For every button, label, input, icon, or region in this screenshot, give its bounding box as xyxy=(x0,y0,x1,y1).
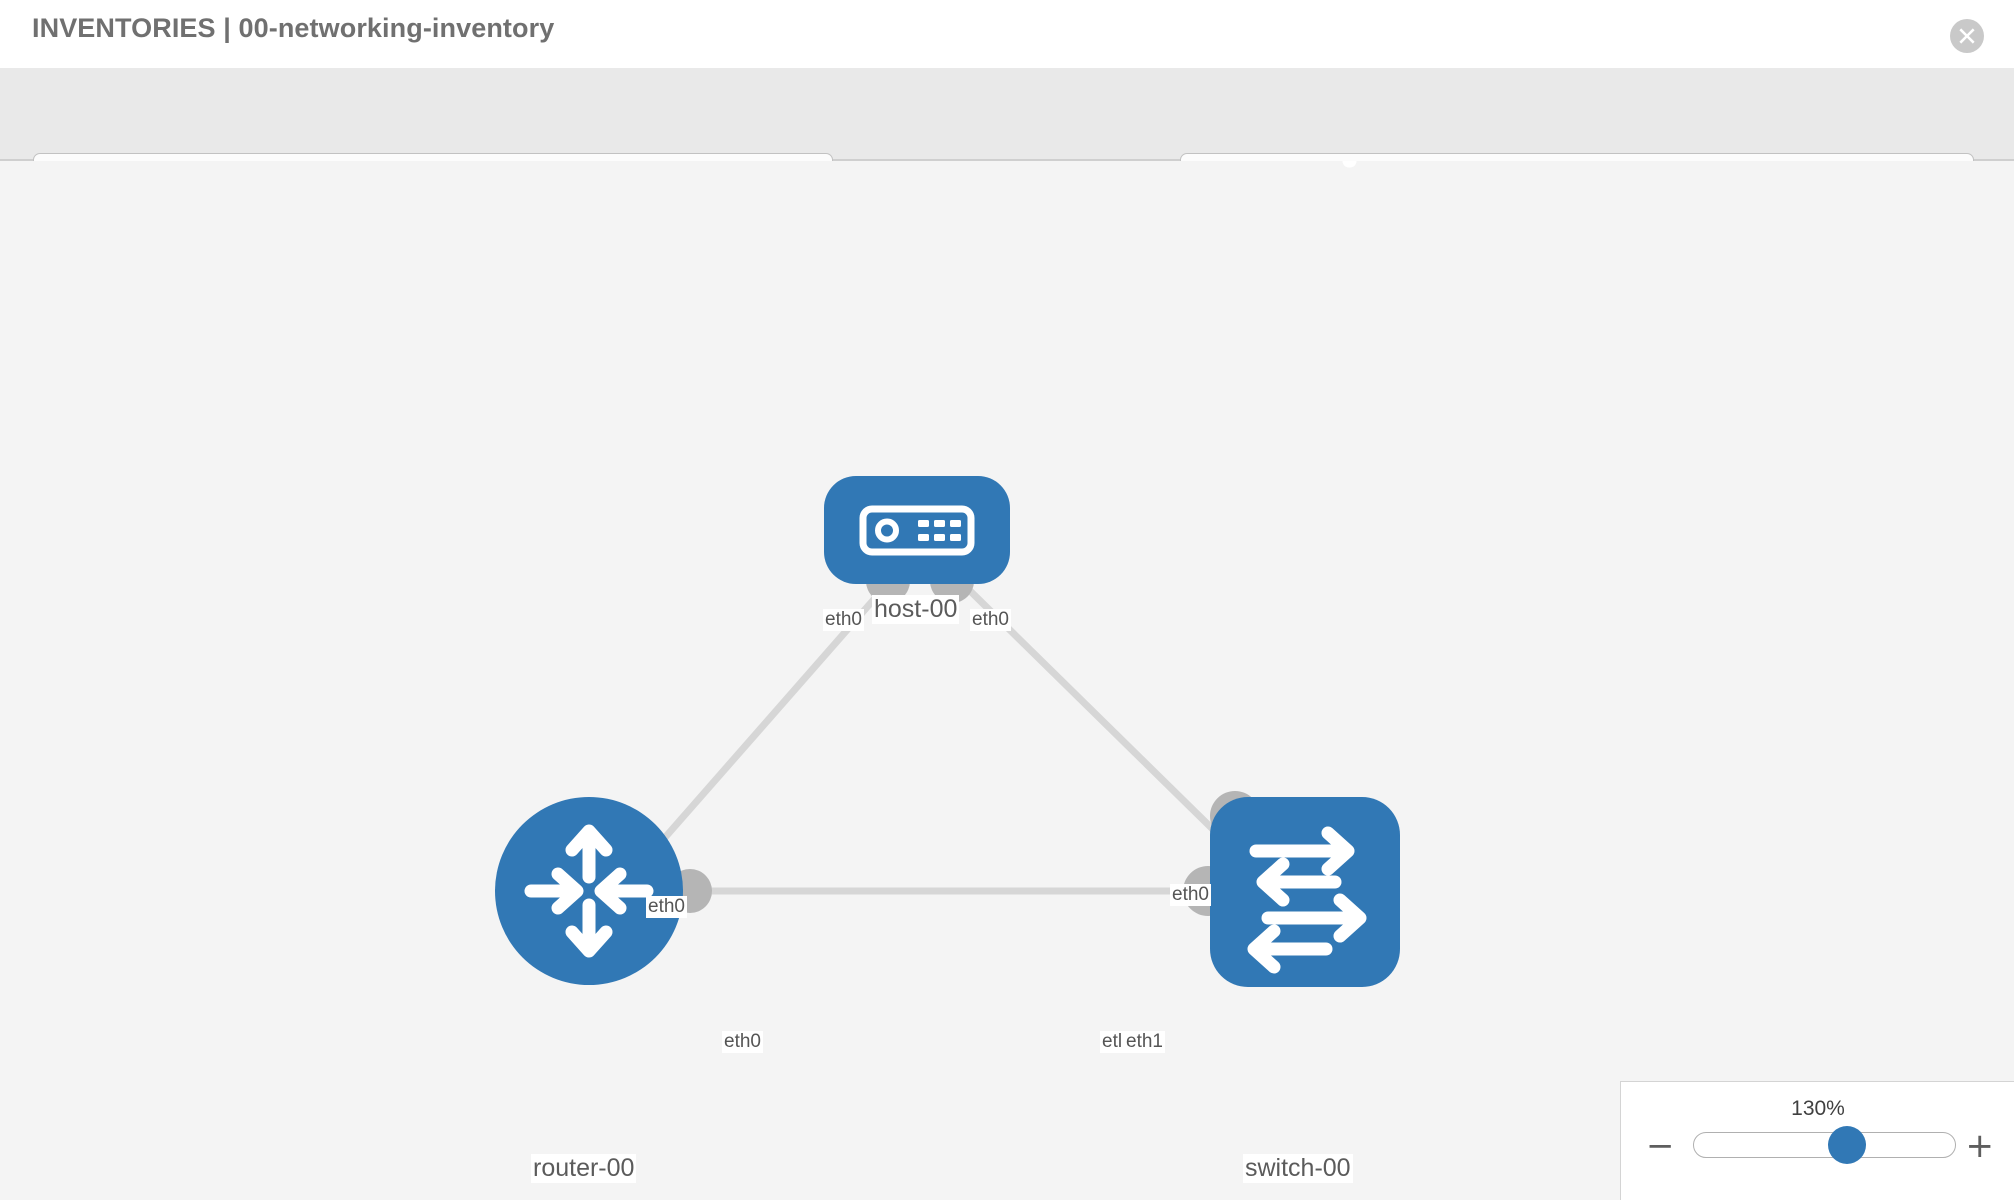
zoom-in-button[interactable]: + xyxy=(1965,1126,1995,1166)
node-switch-00 xyxy=(1210,161,1400,987)
topology-canvas[interactable]: eth0 eth0 eth0 eth0 eth0 etl eth1 host-0… xyxy=(0,161,2014,1200)
zoom-slider-track[interactable] xyxy=(1693,1132,1956,1158)
iface-label: eth0 xyxy=(646,896,687,918)
topology-toolbar: ACTIONS SEARCH xyxy=(0,68,2014,211)
zoom-level-value: 130% xyxy=(1791,1097,1845,1120)
node-router-00 xyxy=(495,797,683,985)
router-icon xyxy=(524,824,654,958)
node-label-host-00: host-00 xyxy=(872,595,960,624)
topology-graph xyxy=(495,161,1400,987)
node-host-00 xyxy=(824,476,1010,584)
iface-label: eth1 xyxy=(1124,1031,1165,1053)
iface-label: etl xyxy=(1100,1031,1125,1053)
node-label-switch-00: switch-00 xyxy=(1243,1154,1353,1183)
node-label-router-00: router-00 xyxy=(531,1154,637,1183)
iface-label: eth0 xyxy=(970,609,1011,631)
close-icon[interactable] xyxy=(1950,19,1984,53)
topology-links xyxy=(637,578,1238,895)
iface-label: eth0 xyxy=(1170,884,1211,906)
zoom-control-panel: 130% − + xyxy=(1620,1081,2014,1200)
switch-icon xyxy=(1247,161,1367,974)
zoom-out-button[interactable]: − xyxy=(1646,1126,1675,1166)
iface-label: eth0 xyxy=(823,609,864,631)
page-header: INVENTORIES | 00-networking-inventory xyxy=(0,0,2014,68)
zoom-slider-handle[interactable] xyxy=(1828,1126,1866,1164)
page-title: INVENTORIES | 00-networking-inventory xyxy=(32,13,555,43)
iface-label: eth0 xyxy=(722,1031,763,1053)
server-icon xyxy=(859,505,975,556)
